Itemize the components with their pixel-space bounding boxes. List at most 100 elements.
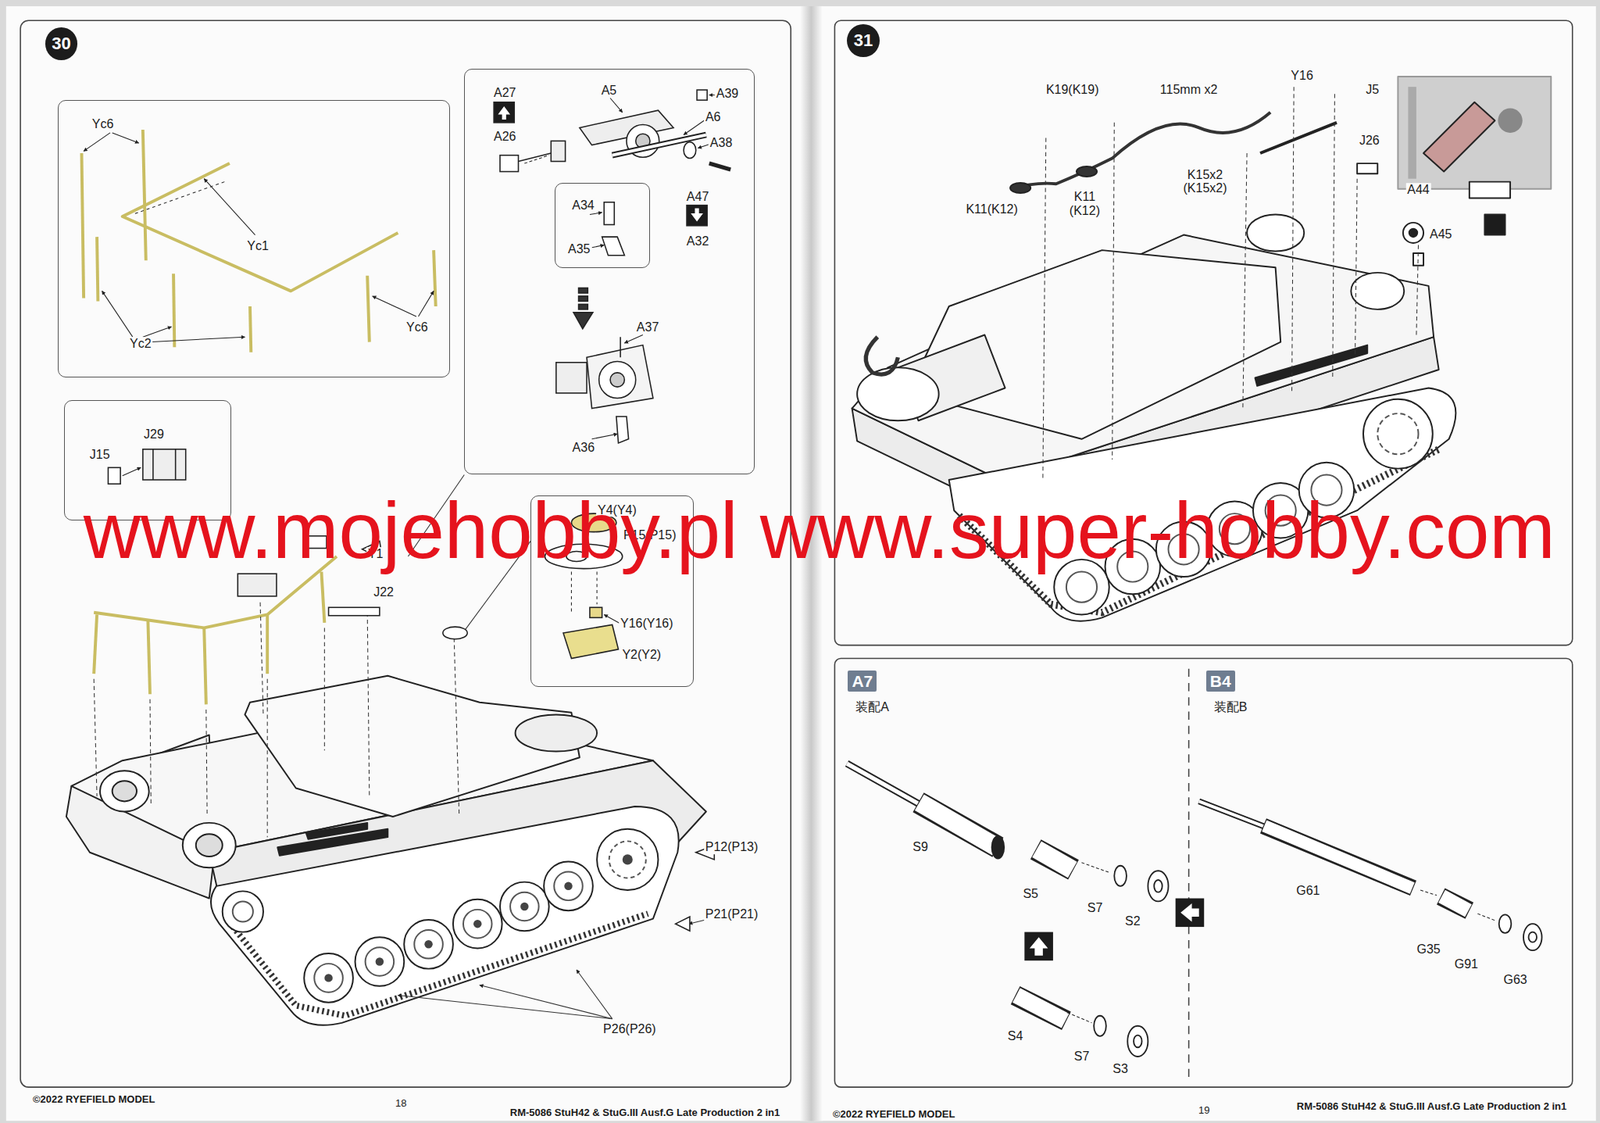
step-number: 31 xyxy=(846,24,880,58)
small-parts xyxy=(442,626,468,640)
rail-inset-drawing xyxy=(173,273,175,347)
barrel-drawing xyxy=(846,763,924,807)
hull-drawing-step-30 xyxy=(226,913,648,1016)
part-number: A35 xyxy=(566,242,592,258)
leader-lines xyxy=(1477,913,1497,921)
part-number: A37 xyxy=(635,320,661,335)
mount-inset-drawing xyxy=(610,372,625,387)
box-inset-drawing xyxy=(107,467,121,484)
leader-lines xyxy=(372,296,417,317)
barrel-drawing xyxy=(1175,898,1205,928)
barrel-drawing xyxy=(1264,825,1412,889)
hull-drawing-step-31 xyxy=(1423,102,1495,172)
hull-drawing-step-30 xyxy=(365,946,395,976)
part-number: J5 xyxy=(1364,82,1381,97)
page-number: 19 xyxy=(1196,1104,1211,1116)
rail-parts xyxy=(147,620,150,694)
part-number: A44 xyxy=(1405,182,1431,197)
mount-inset-drawing xyxy=(550,140,565,161)
rail-parts xyxy=(93,556,337,704)
hull-drawing-step-31 xyxy=(1397,76,1551,190)
guide-lines xyxy=(206,709,208,817)
hull-drawing-step-30 xyxy=(609,840,647,878)
hull-drawing-step-30 xyxy=(306,822,368,840)
mount-inset-drawing xyxy=(573,312,593,329)
barrel-drawing xyxy=(1036,849,1073,870)
hull-drawing-step-31 xyxy=(1076,166,1097,177)
rail-inset-drawing xyxy=(250,306,251,353)
leader-lines xyxy=(112,132,140,143)
hull-drawing-step-30 xyxy=(324,973,333,982)
part-number: J22 xyxy=(371,585,396,600)
mount-inset-drawing xyxy=(497,106,511,120)
hull-drawing-step-30 xyxy=(100,770,150,811)
mount-inset-drawing xyxy=(683,142,697,159)
barrel-drawing xyxy=(1127,1025,1148,1057)
guide-lines xyxy=(1242,153,1247,409)
mount-inset-drawing xyxy=(578,296,589,302)
part-number: A38 xyxy=(708,135,734,150)
part-number: A39 xyxy=(714,86,740,101)
part-number: K11(K12) xyxy=(964,202,1019,217)
part-number: Yc6 xyxy=(90,117,116,132)
hatch-inset-drawing xyxy=(596,571,598,605)
hull-drawing-step-30 xyxy=(500,882,550,932)
rail-inset-drawing xyxy=(142,129,147,261)
hull-drawing-step-30 xyxy=(112,780,137,801)
assembly-label: 装配B xyxy=(1212,700,1250,715)
part-number: K15x2 (K15x2) xyxy=(1179,167,1232,196)
leader-lines xyxy=(624,335,643,343)
part-number: S2 xyxy=(1123,914,1143,929)
hull-drawing-step-31 xyxy=(1010,182,1031,193)
part-number: G63 xyxy=(1501,972,1529,987)
barrel-drawing xyxy=(1016,995,1066,1022)
hull-drawing-step-30 xyxy=(324,853,633,982)
hull-drawing-step-31 xyxy=(1357,163,1378,174)
mount-inset-drawing xyxy=(603,202,615,225)
version-badge: B4 xyxy=(1206,670,1236,692)
leader-lines xyxy=(683,120,704,135)
leader-lines xyxy=(1067,862,1497,1023)
guide-lines xyxy=(479,985,613,1019)
watermark: www.mojehobby.pl www.super-hobby.com xyxy=(83,486,1556,575)
barrel-drawing xyxy=(1199,800,1266,827)
part-number: G35 xyxy=(1414,942,1442,957)
rail-parts xyxy=(265,614,269,674)
hull-drawing-step-30 xyxy=(232,900,254,922)
barrel-drawing xyxy=(1015,995,1067,1022)
part-number: A34 xyxy=(570,198,596,213)
part-number: S3 xyxy=(1110,1061,1130,1076)
leader-lines xyxy=(102,290,133,337)
hull-drawing-step-30 xyxy=(403,919,454,969)
hull-drawing-step-31 xyxy=(1484,214,1505,235)
hull-drawing-step-31 xyxy=(1377,413,1418,454)
guide-lines xyxy=(150,699,151,807)
step-frame xyxy=(20,20,1573,1087)
step-frame xyxy=(1188,668,1190,1083)
part-number: K19(K19) xyxy=(1044,82,1101,97)
hull-drawing-step-30 xyxy=(564,882,572,890)
hull-drawing-step-30 xyxy=(520,902,529,911)
leader-lines xyxy=(524,155,549,164)
hull-drawing-step-30 xyxy=(375,957,384,965)
leader-lines xyxy=(147,336,245,343)
part-number: Yc2 xyxy=(128,336,154,351)
part-number: Yc1 xyxy=(245,239,271,254)
part-number: Yc6 xyxy=(404,320,430,335)
page-number: 18 xyxy=(393,1097,408,1109)
guide-lines xyxy=(260,602,264,715)
badge-label: B4 xyxy=(1210,671,1232,690)
barrel-drawing xyxy=(992,835,1005,859)
part-number: P21(P21) xyxy=(703,907,761,922)
barrel-drawing xyxy=(846,763,1542,1057)
part-number: A45 xyxy=(1428,228,1454,243)
part-number: Y2(Y2) xyxy=(620,648,663,663)
leader-lines xyxy=(83,132,111,152)
box-inset-drawing xyxy=(122,467,142,475)
guide-lines xyxy=(1042,137,1047,480)
hull-drawing-step-30 xyxy=(66,675,707,1025)
version-badge: A7 xyxy=(847,670,877,692)
barrel-drawing xyxy=(1153,879,1162,893)
rail-inset-drawing xyxy=(122,163,399,291)
guide-lines xyxy=(93,678,97,797)
